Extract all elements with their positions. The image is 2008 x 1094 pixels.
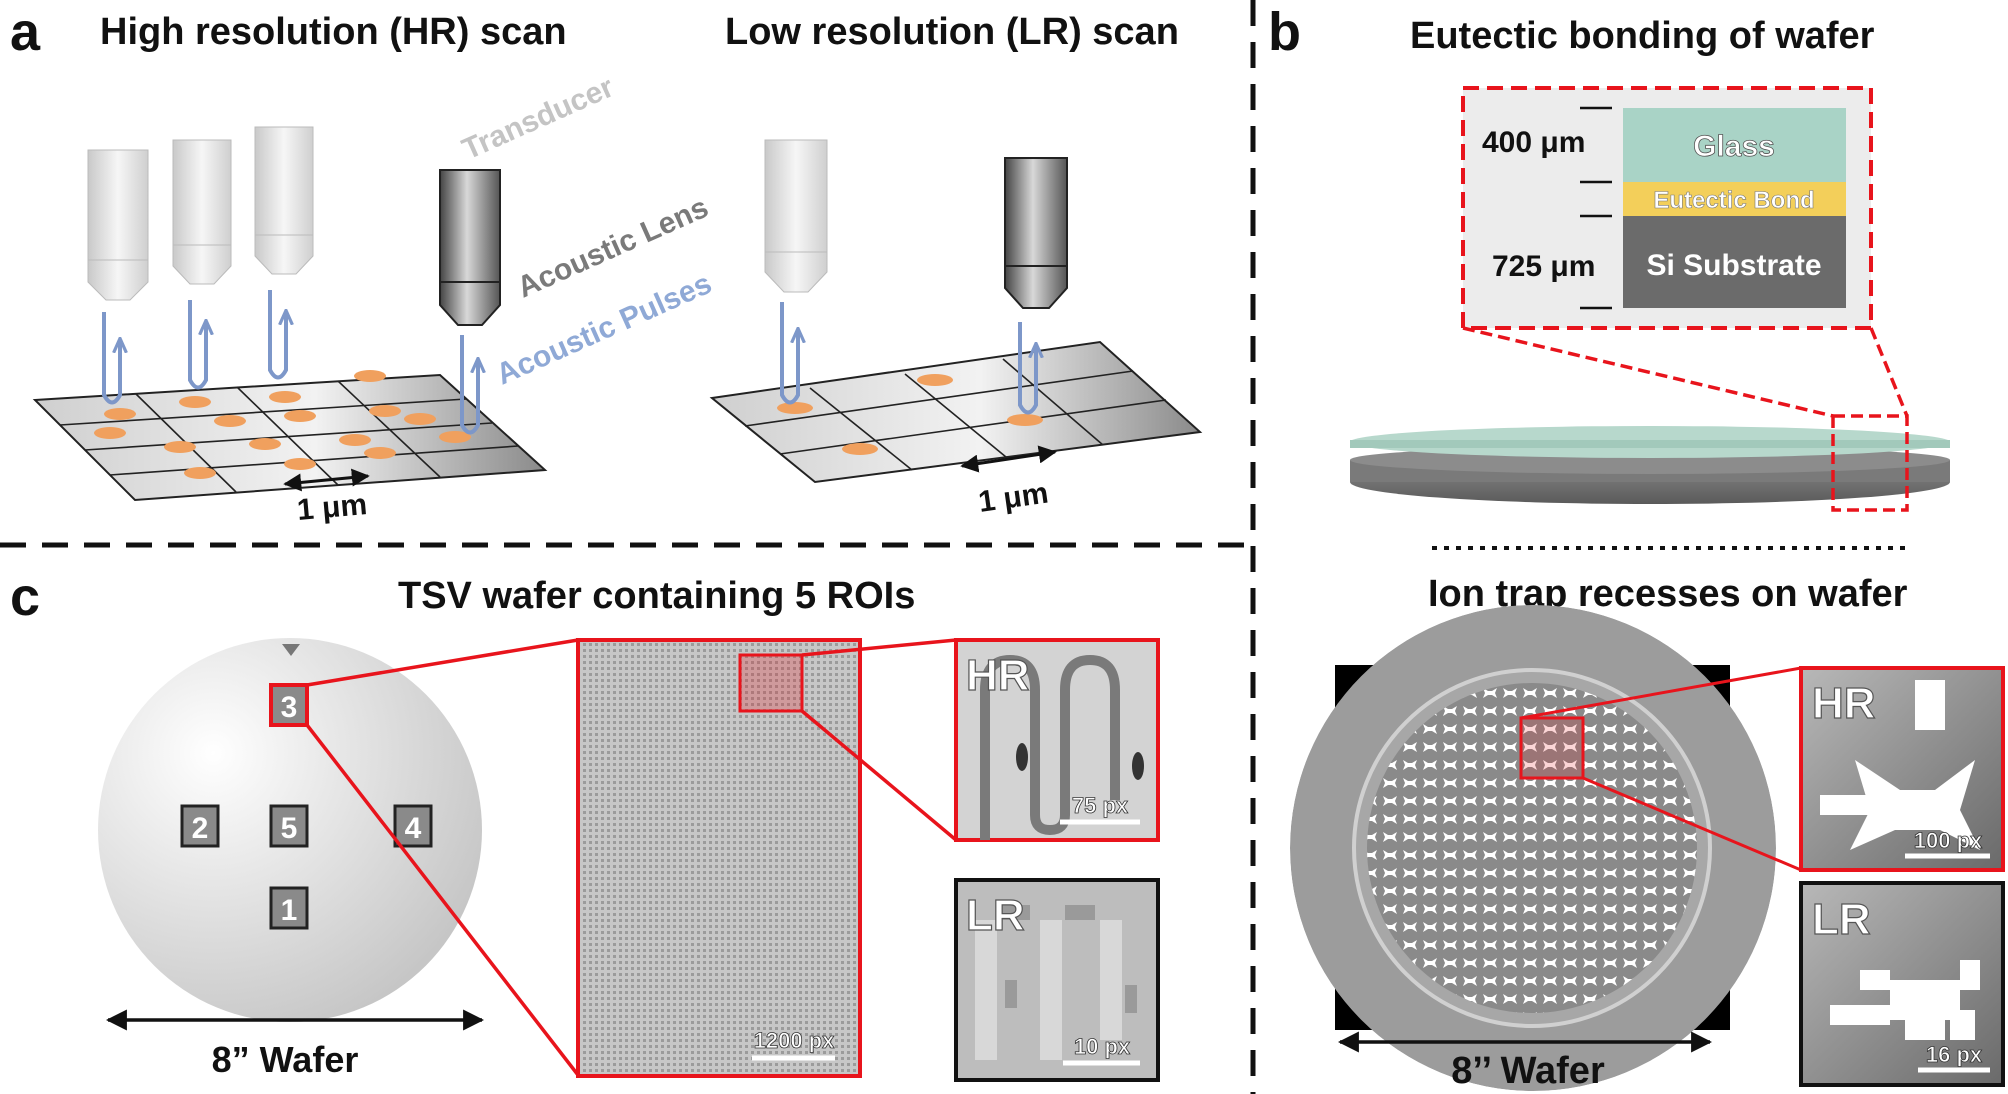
roi-5: 5 (269, 804, 309, 848)
si-substrate-label: Si Substrate (1646, 249, 1821, 282)
ion-trap-zoom-box (1519, 716, 1585, 780)
svg-text:2: 2 (192, 812, 209, 845)
roi-3: 3 (269, 683, 309, 727)
ion-trap-hr-scale: 100 px (1914, 828, 1983, 853)
hr-scale-label: 1 μm (296, 488, 369, 527)
roi-zoom-scale: 1200 px (754, 1028, 835, 1053)
ion-trap-lr-scale: 16 px (1926, 1042, 1983, 1067)
hr-transducer-dark (439, 169, 501, 326)
hr-scan-title: High resolution (HR) scan (100, 11, 567, 53)
roi-zoom-image (576, 638, 862, 1078)
lr-scale-arrow (960, 445, 1057, 473)
hr-acoustic-pulses (102, 290, 478, 435)
tsv-lr-scale: 10 px (1074, 1034, 1131, 1059)
svg-text:4: 4 (405, 812, 422, 845)
lr-scale-label: 1 μm (976, 477, 1050, 519)
tsv-lr-inset (954, 878, 1160, 1082)
lr-transducer-dark (1004, 157, 1068, 309)
svg-text:3: 3 (281, 691, 298, 724)
eutectic-bond-label: Eutectic Bond (1653, 187, 1814, 214)
roi-4: 4 (393, 804, 433, 848)
glass-thickness: 400 μm (1482, 126, 1585, 159)
tsv-hr-inset (954, 638, 1160, 842)
panel-a: a High resolution (HR) scan Low resoluti… (10, 2, 1203, 527)
panel-c: c TSV wafer containing 5 ROIs 3 2 5 4 1 … (10, 567, 1160, 1082)
eutectic-bond-layer (1623, 182, 1846, 216)
lr-scan-title: Low resolution (LR) scan (725, 11, 1179, 53)
si-substrate-layer (1623, 216, 1846, 308)
svg-text:1: 1 (281, 894, 298, 927)
hr-transducer-2 (172, 139, 232, 285)
panel-b: b Eutectic bonding of wafer Glass Eutect… (1268, 2, 2005, 1092)
panel-label-a: a (10, 2, 41, 62)
hr-transducer-1 (87, 149, 149, 301)
si-thickness: 725 μm (1492, 250, 1595, 283)
ion-trap-wafer-label: 8’’ Wafer (1451, 1050, 1605, 1092)
panel-label-b: b (1268, 2, 1301, 62)
svg-text:5: 5 (281, 812, 298, 845)
hr-transducer-3 (254, 126, 314, 275)
hr-pads (94, 370, 471, 479)
tsv-hr-scale: 75 px (1072, 793, 1129, 818)
hr-scan-grid (32, 370, 548, 502)
lr-acoustic-pulses (780, 302, 1036, 415)
eutectic-title: Eutectic bonding of wafer (1410, 15, 1875, 57)
tsv-wafer-label: 8” Wafer (212, 1039, 359, 1080)
lr-scan-grid (709, 340, 1203, 484)
thickness-ticks (1580, 106, 1612, 310)
wafer-zoom-box (1831, 414, 1909, 512)
roi-zoom-box (738, 653, 804, 713)
lr-pads (777, 374, 1043, 455)
roi-1: 1 (269, 886, 309, 930)
transducer-label: Transducer (457, 70, 618, 166)
lr-transducer-1 (764, 139, 828, 293)
tsv-hr-tag: HR (966, 651, 1030, 700)
ion-trap-lr-tag: LR (1812, 895, 1871, 944)
ion-trap-hr-tag: HR (1812, 679, 1876, 728)
glass-layer (1623, 108, 1846, 182)
panel-label-c: c (10, 567, 40, 627)
tsv-title: TSV wafer containing 5 ROIs (398, 575, 915, 617)
hr-scale-arrow (283, 468, 370, 492)
tsv-lr-tag: LR (966, 891, 1025, 940)
roi-2: 2 (180, 804, 220, 848)
glass-label: Glass (1693, 130, 1775, 163)
wafer-notch (282, 644, 300, 656)
